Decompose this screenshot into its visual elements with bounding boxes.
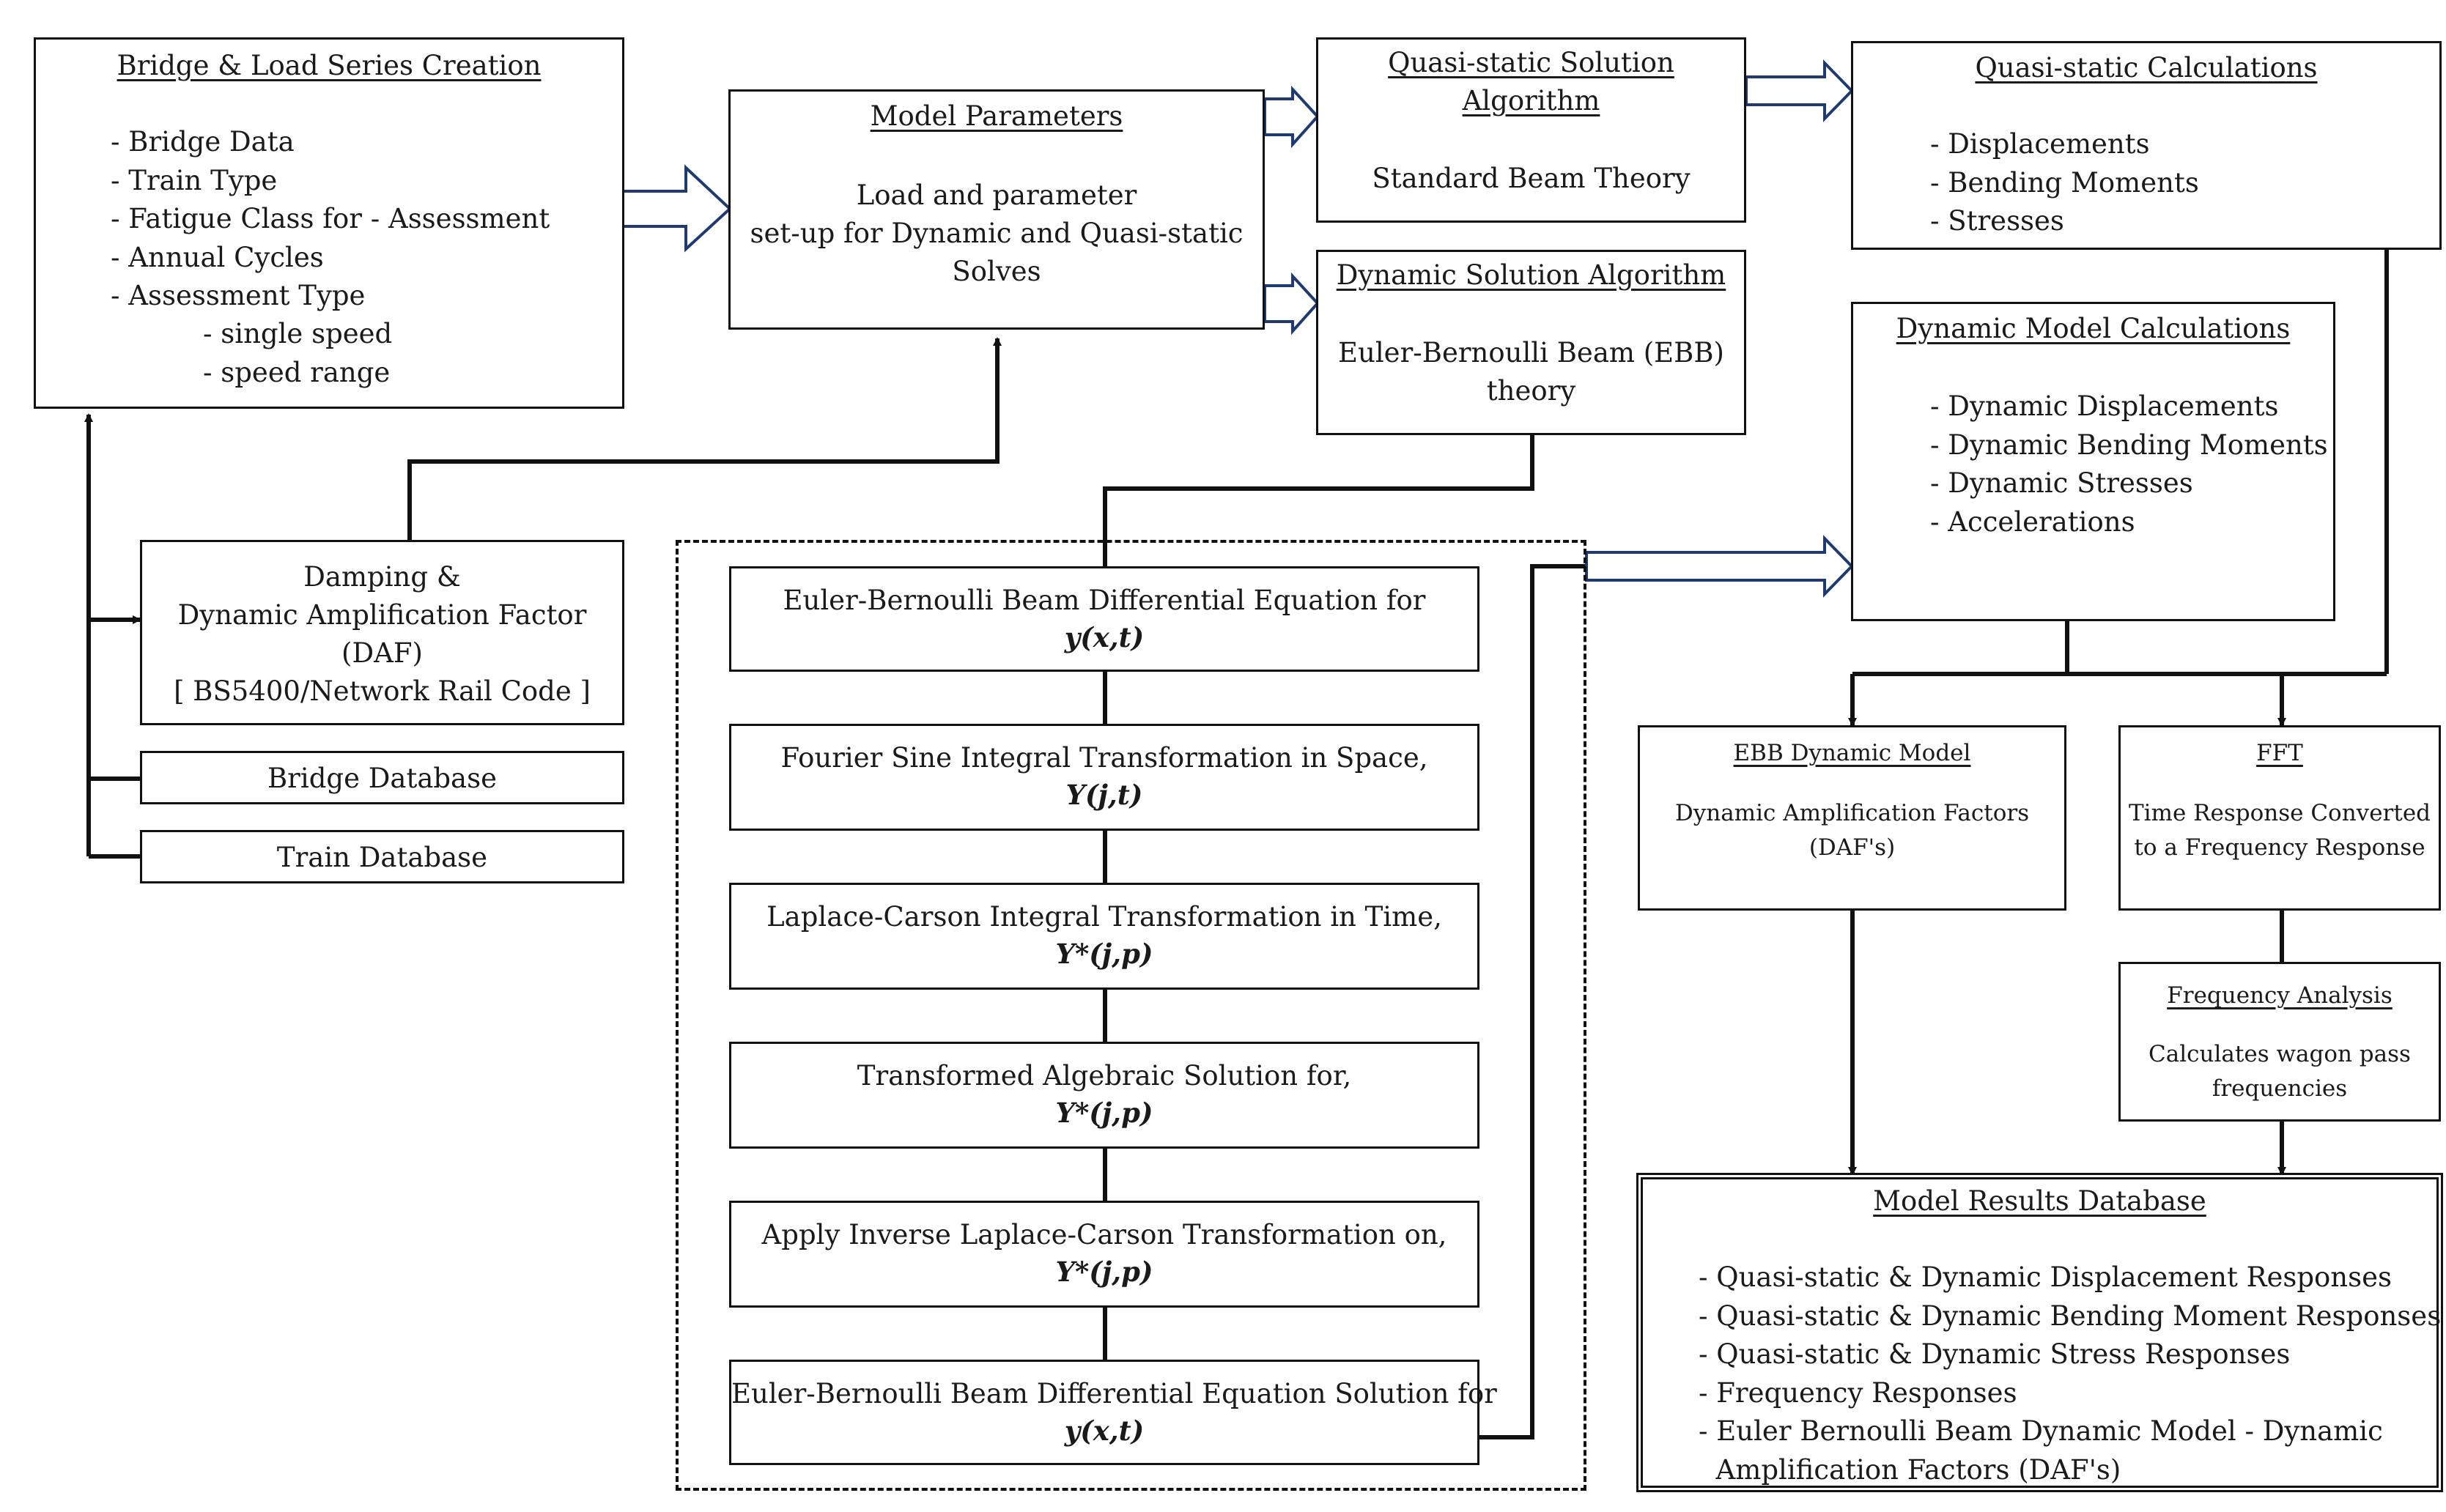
step-5-math: Y*(j,p) (1055, 1256, 1153, 1288)
list-item: - Euler Bernoulli Beam Dynamic Model - D… (1699, 1415, 2383, 1447)
step-3-text: Laplace-Carson Integral Transformation i… (766, 901, 1442, 933)
step-3-math: Y*(j,p) (1055, 938, 1153, 970)
model-parameters-line-3: Solves (952, 256, 1041, 287)
list-item: - Bridge Data (111, 126, 295, 158)
list-item: - speed range (203, 356, 391, 388)
list-item: - single speed (203, 318, 393, 349)
freq-line-2: frequencies (2212, 1075, 2348, 1102)
dyn-algo-title: Dynamic Solution Algorithm (1336, 259, 1726, 291)
fft-line-1: Time Response Converted (2128, 800, 2431, 826)
results-title: Model Results Database (1873, 1185, 2206, 1217)
frequency-analysis-box: Frequency Analysis Calculates wagon pass… (2118, 962, 2441, 1122)
list-item: - Frequency Responses (1699, 1376, 2017, 1409)
list-item: - Dynamic Stresses (1930, 467, 2193, 499)
model-parameters-title: Model Parameters (870, 100, 1123, 132)
solution-to-dyncalc-arrow (1585, 535, 1854, 598)
step-box-2: Fourier Sine Integral Transformation in … (729, 724, 1479, 831)
dyn-algo-line-1: Euler-Bernoulli Beam (EBB) (1338, 337, 1724, 368)
quasi-static-calculations-box: Quasi-static Calculations - Displacement… (1851, 41, 2442, 250)
train-database-box: Train Database (140, 830, 624, 883)
solution-feedback-connector (1479, 564, 1586, 1439)
ebb-model-line-2: (DAF's) (1808, 834, 1896, 861)
fft-title: FFT (2256, 740, 2303, 766)
bridge-load-title: Bridge & Load Series Creation (117, 50, 542, 81)
list-item: - Train Type (111, 164, 278, 196)
dyn-calc-title: Dynamic Model Calculations (1896, 313, 2291, 344)
model-results-database-box: Model Results Database - Quasi-static & … (1636, 1173, 2443, 1492)
bridge-load-series-box: Bridge & Load Series Creation - Bridge D… (34, 37, 624, 409)
ebb-model-title: EBB Dynamic Model (1733, 740, 1971, 766)
quasi-calc-items: - Displacements - Bending Moments - Stre… (1930, 125, 2199, 241)
list-item: - Quasi-static & Dynamic Stress Response… (1699, 1338, 2291, 1370)
damping-line-3: (DAF) (341, 637, 423, 669)
fft-box: FFT Time Response Converted to a Frequen… (2118, 725, 2441, 911)
step-4-text: Transformed Algebraic Solution for, (857, 1060, 1352, 1092)
list-item: - Displacements (1930, 128, 2150, 160)
step-6-math: y(x,t) (1064, 1415, 1145, 1447)
list-item: - Quasi-static & Dynamic Displacement Re… (1699, 1261, 2392, 1293)
list-item: - Quasi-static & Dynamic Bending Moment … (1699, 1300, 2442, 1332)
ebb-model-line-1: Dynamic Amplification Factors (1674, 800, 2030, 826)
damping-to-params-connector (407, 337, 1002, 541)
quasi-static-algorithm-box: Quasi-static Solution Algorithm Standard… (1316, 37, 1746, 223)
fft-line-2: to a Frequency Response (2134, 834, 2425, 861)
list-item: - Dynamic Displacements (1930, 390, 2279, 422)
bridge-to-params-arrow (621, 164, 732, 253)
damping-daf-box: Damping & Dynamic Amplification Factor (… (140, 540, 624, 725)
quasi-algo-to-calc-arrow (1745, 59, 1854, 122)
quasi-algo-text: Standard Beam Theory (1372, 163, 1691, 194)
list-item: - Accelerations (1930, 505, 2135, 538)
params-to-dyn-arrow (1263, 272, 1320, 336)
step-box-4: Transformed Algebraic Solution for, Y*(j… (729, 1042, 1479, 1149)
model-parameters-line-1: Load and parameter (856, 179, 1137, 211)
model-parameters-line-2: set-up for Dynamic and Quasi-static (750, 218, 1244, 249)
list-item: - Dynamic Bending Moments (1930, 429, 2328, 461)
list-item: - Stresses (1930, 205, 2064, 237)
quasi-algo-title-line-2: Algorithm (1462, 85, 1600, 116)
bridge-database-box: Bridge Database (140, 751, 624, 804)
ebb-dynamic-model-box: EBB Dynamic Model Dynamic Amplification … (1638, 725, 2066, 911)
step-box-1: Euler-Bernoulli Beam Differential Equati… (729, 566, 1479, 672)
list-item: - Fatigue Class for - Assessment (111, 203, 550, 234)
step-1-math: y(x,t) (1064, 621, 1145, 653)
dyn-calc-items: - Dynamic Displacements - Dynamic Bendin… (1930, 388, 2328, 541)
freq-line-1: Calculates wagon pass (2148, 1041, 2411, 1067)
list-item: - Assessment Type (111, 280, 366, 311)
step-box-3: Laplace-Carson Integral Transformation i… (729, 883, 1479, 990)
step-5-text: Apply Inverse Laplace-Carson Transformat… (761, 1219, 1447, 1250)
freq-title: Frequency Analysis (2167, 982, 2393, 1009)
step-4-math: Y*(j,p) (1055, 1097, 1153, 1129)
bridge-database-label: Bridge Database (267, 763, 498, 794)
quasi-calc-title: Quasi-static Calculations (1975, 52, 2318, 84)
quasi-algo-title-line-1: Quasi-static Solution (1388, 47, 1674, 78)
damping-line-4: [ BS5400/Network Rail Code ] (174, 675, 591, 707)
step-2-text: Fourier Sine Integral Transformation in … (780, 742, 1428, 774)
damping-line-2: Dynamic Amplification Factor (177, 599, 587, 631)
model-parameters-box: Model Parameters Load and parameter set-… (728, 89, 1265, 330)
step-box-5: Apply Inverse Laplace-Carson Transformat… (729, 1201, 1479, 1308)
list-item: Amplification Factors (DAF's) (1699, 1453, 2121, 1486)
dynamic-algorithm-box: Dynamic Solution Algorithm Euler-Bernoul… (1316, 250, 1746, 435)
list-item: - Annual Cycles (111, 241, 324, 273)
dyn-algo-line-2: theory (1486, 375, 1576, 407)
step-1-text: Euler-Bernoulli Beam Differential Equati… (783, 585, 1426, 616)
step-2-math: Y(j,t) (1065, 779, 1143, 811)
list-item: - Bending Moments (1930, 166, 2199, 199)
step-6-text: Euler-Bernoulli Beam Differential Equati… (731, 1378, 1497, 1409)
results-items: - Quasi-static & Dynamic Displacement Re… (1699, 1259, 2441, 1489)
ebb-solution-steps-region (676, 540, 1586, 1491)
dynamic-model-calculations-box: Dynamic Model Calculations - Dynamic Dis… (1851, 302, 2335, 621)
train-database-label: Train Database (276, 842, 488, 873)
step-box-6: Euler-Bernoulli Beam Differential Equati… (729, 1360, 1497, 1465)
damping-line-1: Damping & (303, 561, 461, 593)
assessment-type-subitems: - single speed - speed range (203, 315, 392, 392)
dynalgo-to-steps-connector (1103, 434, 1534, 568)
bridge-load-items: - Bridge Data - Train Type - Fatigue Cla… (111, 123, 550, 316)
params-to-quasi-arrow (1263, 85, 1320, 149)
